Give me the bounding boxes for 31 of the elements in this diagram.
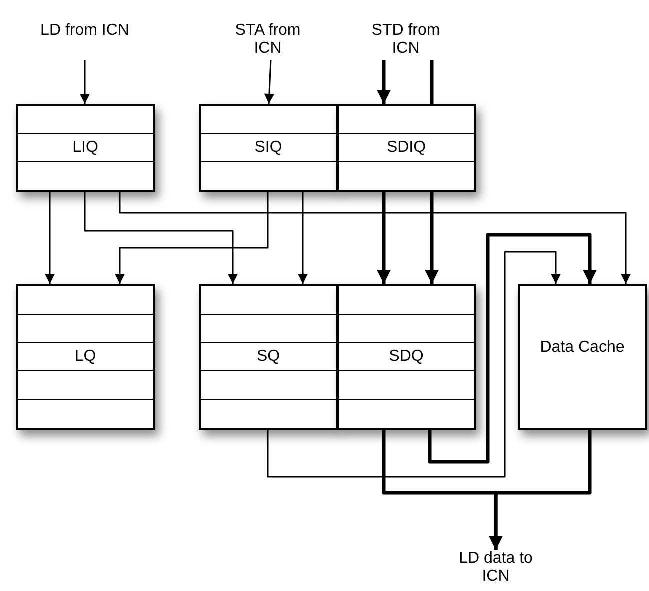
arrow bbox=[425, 192, 439, 284]
arrow bbox=[80, 60, 90, 104]
queue-name: SIQ bbox=[254, 139, 284, 157]
arrow bbox=[489, 430, 592, 550]
queue-name: LIQ bbox=[72, 139, 100, 157]
signal-label: STD from ICN bbox=[370, 22, 442, 58]
signal-label: STA from ICN bbox=[234, 22, 302, 58]
arrow bbox=[119, 192, 631, 284]
queue-table bbox=[337, 284, 476, 430]
arrow bbox=[267, 251, 561, 478]
queue-name: SDIQ bbox=[386, 139, 428, 157]
arrow bbox=[428, 233, 597, 464]
arrow bbox=[115, 192, 269, 284]
queue-name: Data Cache bbox=[539, 339, 626, 357]
signal-label: LD data to ICN bbox=[458, 550, 534, 586]
queue-name: SQ bbox=[256, 348, 282, 366]
queue-name: LQ bbox=[74, 348, 98, 366]
arrow bbox=[377, 60, 391, 104]
queue-table bbox=[199, 284, 338, 430]
queue-name: SDQ bbox=[388, 348, 425, 366]
queue-table bbox=[337, 104, 476, 192]
queue-table bbox=[16, 284, 155, 430]
arrow bbox=[45, 192, 55, 284]
arrow bbox=[377, 192, 391, 284]
arrow bbox=[298, 192, 308, 284]
signal-label: LD from ICN bbox=[40, 22, 130, 40]
queue-table bbox=[199, 104, 338, 192]
queue-table bbox=[16, 104, 155, 192]
arrow bbox=[84, 192, 238, 284]
cache-box bbox=[518, 284, 647, 430]
arrow bbox=[264, 60, 274, 104]
